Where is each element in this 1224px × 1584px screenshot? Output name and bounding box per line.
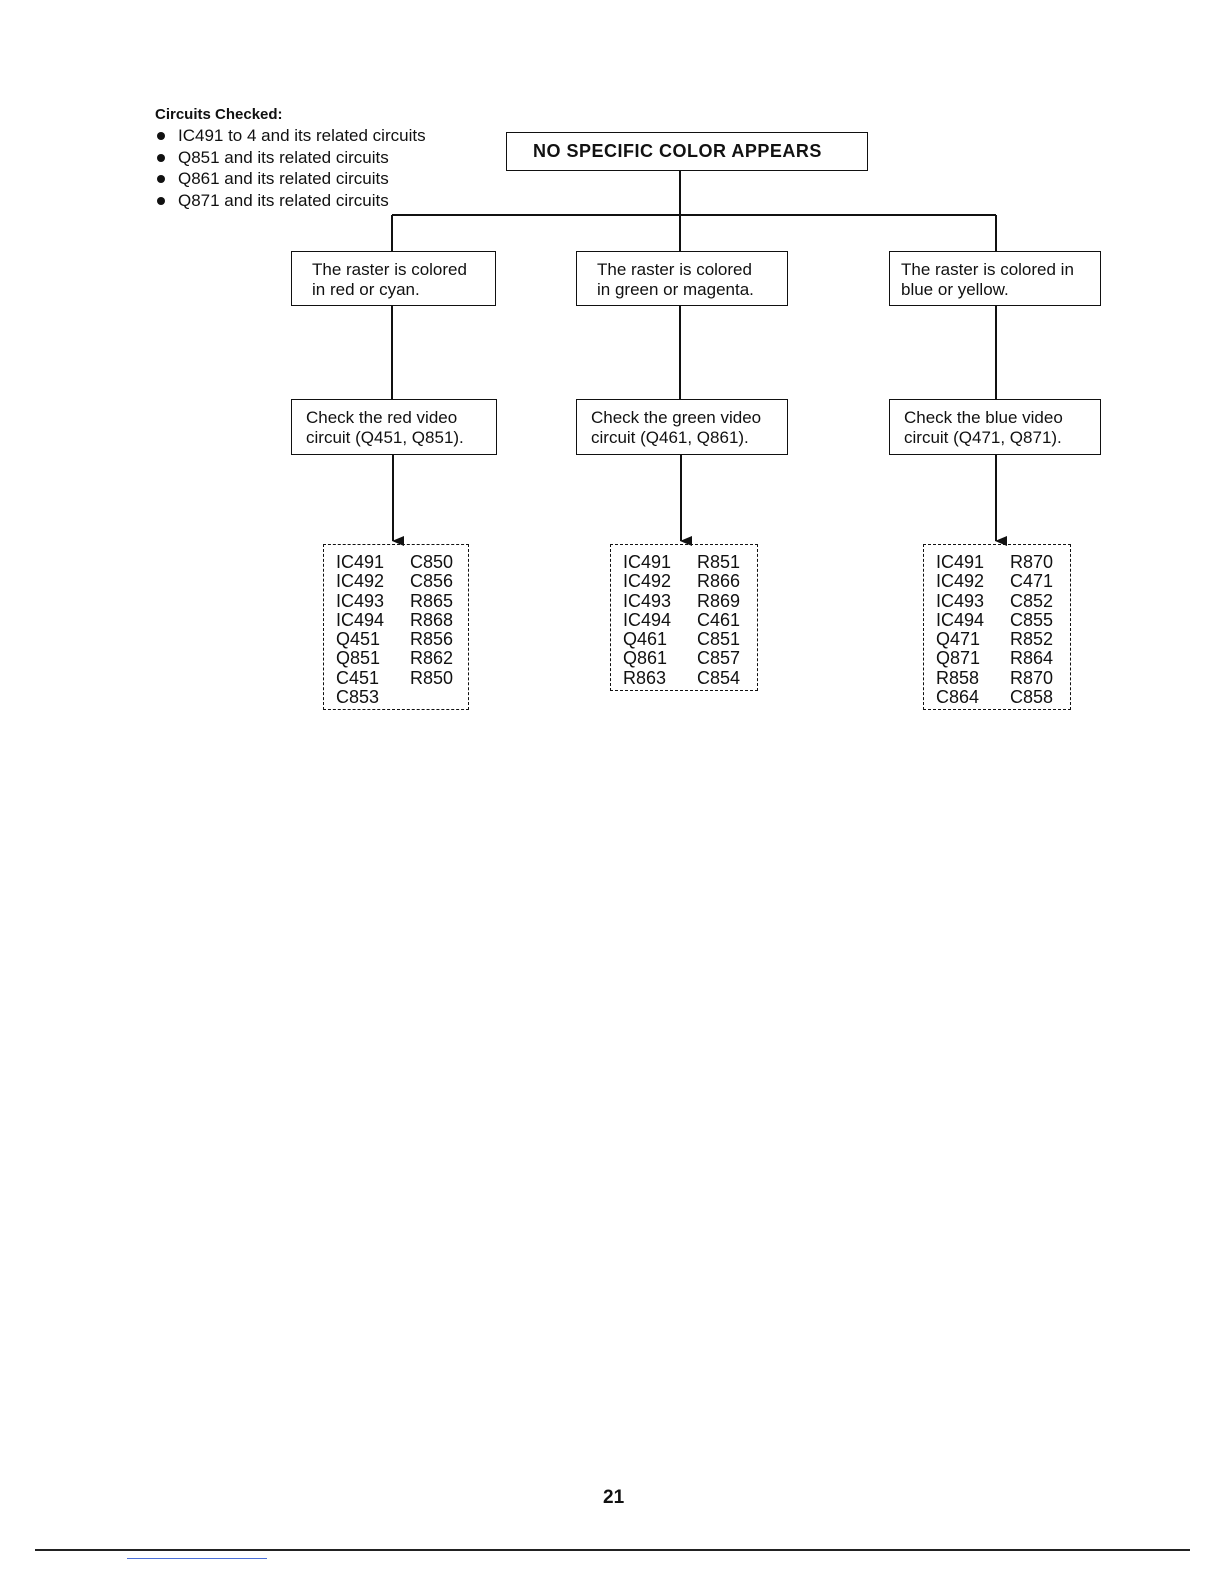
circuits-checked-section: Circuits Checked: IC491 to 4 and its rel… [155,106,426,211]
circuits-checked-item: Q851 and its related circuits [155,147,426,169]
part-label: IC493 [336,590,385,611]
part-label: C851 [697,629,741,650]
condition-text-line: The raster is colored [312,260,467,279]
part-label: C451 [336,667,380,688]
part-label: R850 [410,667,454,688]
part-label: IC493 [936,590,985,611]
part-label: Q471 [936,629,981,650]
part-label: Q451 [336,629,381,650]
condition-box-green: The raster is colored in green or magent… [576,251,788,306]
action-text-line: Check the green video [591,408,762,427]
condition-text-line: in red or cyan. [312,280,420,299]
part-label: R868 [410,609,454,630]
part-label [410,688,470,707]
footer-rule [35,1549,1190,1551]
part-label: R869 [697,590,741,611]
condition-box-blue: The raster is colored in blue or yellow. [889,251,1101,306]
action-box-green: Check the green video circuit (Q461, Q86… [576,399,788,455]
part-label: C855 [1010,609,1054,630]
part-label: R863 [623,667,667,688]
part-label: R858 [936,667,980,688]
part-label: IC494 [623,609,672,630]
part-label: IC491 [623,552,672,572]
part-label: R864 [1010,648,1054,669]
part-label: Q861 [623,648,668,669]
circuits-checked-item: Q871 and its related circuits [155,190,426,212]
part-label: R852 [1010,629,1054,650]
part-label: C852 [1010,590,1054,611]
page-number: 21 [603,1487,625,1508]
part-label: IC494 [936,609,985,630]
part-label: C857 [697,648,741,669]
part-label: C461 [697,609,741,630]
action-text-line: Check the red video [306,408,458,427]
part-label: C471 [1010,571,1054,592]
part-label: C856 [410,571,454,592]
part-label: R865 [410,590,454,611]
action-box-blue: Check the blue video circuit (Q471, Q871… [889,399,1101,455]
part-label: Q871 [936,648,981,669]
part-label: IC492 [936,571,985,592]
action-text-line: circuit (Q451, Q851). [306,428,464,447]
action-text-line: circuit (Q461, Q861). [591,428,749,447]
part-label: R851 [697,552,741,572]
part-label: Q851 [336,648,381,669]
part-label: C850 [410,552,454,572]
action-text-line: circuit (Q471, Q871). [904,428,1062,447]
part-label: IC493 [623,590,672,611]
part-label: R856 [410,629,454,650]
condition-text-line: The raster is colored [597,260,752,279]
part-label: IC491 [936,552,985,572]
footer-accent-rule [127,1558,267,1559]
part-label: IC492 [336,571,385,592]
action-text-line: Check the blue video [904,408,1063,427]
condition-text-line: blue or yellow. [901,280,1009,299]
part-label: Q461 [623,629,668,650]
part-label: IC494 [336,609,385,630]
part-label: C858 [1010,687,1054,708]
part-label: C854 [697,667,741,688]
circuits-checked-title: Circuits Checked: [155,106,283,123]
part-label: R870 [1010,552,1054,572]
part-label: R866 [697,571,741,592]
condition-text-line: The raster is colored in [901,260,1074,279]
circuits-checked-item: Q861 and its related circuits [155,168,426,190]
circuits-checked-item: IC491 to 4 and its related circuits [155,125,426,147]
action-box-red: Check the red video circuit (Q451, Q851)… [291,399,497,455]
part-label: C853 [336,687,380,708]
part-label: IC492 [623,571,672,592]
no-specific-color-box: NO SPECIFIC COLOR APPEARS [506,132,868,171]
part-label: R870 [1010,667,1054,688]
condition-text-line: in green or magenta. [597,280,754,299]
part-label: IC491 [336,552,385,572]
circuits-checked-list: IC491 to 4 and its related circuits Q851… [155,125,426,211]
part-label: C864 [936,687,980,708]
condition-box-red: The raster is colored in red or cyan. [291,251,496,306]
part-label: R862 [410,648,454,669]
